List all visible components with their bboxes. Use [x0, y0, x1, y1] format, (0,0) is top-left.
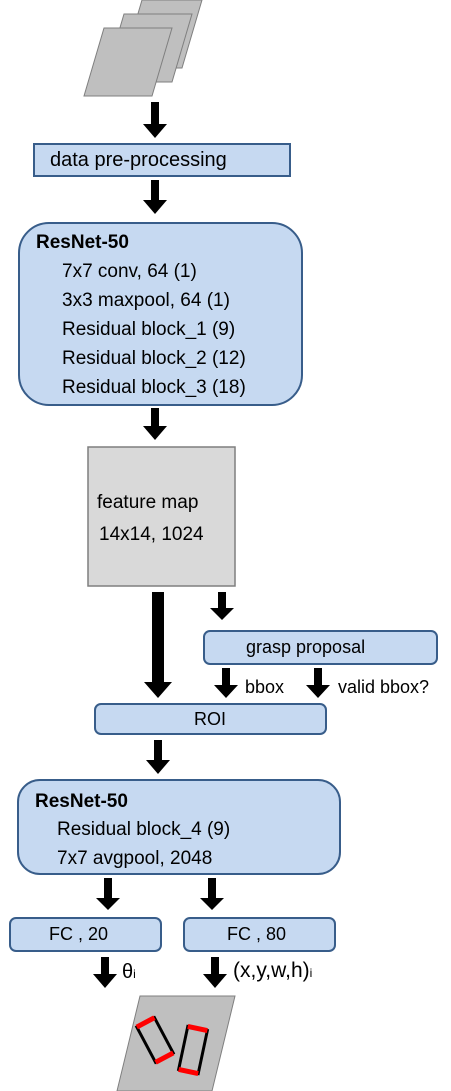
- arrow-theta-output: [93, 957, 117, 988]
- arrow-to-fc-right: [200, 878, 224, 910]
- arrow-feature-to-grasp: [210, 592, 234, 620]
- roi-box: [94, 703, 327, 735]
- fc-left-box: [9, 917, 162, 952]
- arrow-roi-to-resnet: [146, 740, 170, 774]
- arrow-coords-output: [203, 957, 227, 988]
- coords-subscript: i: [309, 966, 313, 980]
- fc-right-label: FC , 80: [227, 924, 287, 944]
- coords-output-label: (x,y,w,h)i: [233, 960, 312, 981]
- arrow-feature-to-roi: [144, 592, 172, 698]
- grasp-proposal-box: [203, 630, 438, 665]
- arrow-to-feature-map: [143, 408, 167, 440]
- arrow-to-preprocessing: [143, 102, 167, 138]
- arrow-valid-bbox: [306, 668, 330, 698]
- feature-map-box: [87, 446, 236, 587]
- feature-map-label: feature map: [97, 492, 199, 513]
- fc-right-box: [183, 917, 336, 952]
- preprocessing-label: data pre-processing: [50, 149, 227, 171]
- valid-bbox-edge-label: valid bbox?: [338, 677, 430, 697]
- theta-symbol: θ: [122, 961, 134, 983]
- output-grasp-image: [116, 995, 236, 1091]
- theta-subscript: i: [133, 967, 136, 981]
- resnet-top-title: ResNet-50: [36, 232, 129, 253]
- bbox-edge-label: bbox: [245, 677, 285, 697]
- resnet-bottom-title: ResNet-50: [35, 791, 128, 812]
- resnet-top-layer-1: 7x7 conv, 64 (1): [62, 261, 197, 282]
- grasp-proposal-label: grasp proposal: [246, 637, 366, 657]
- resnet-top-box: [18, 222, 303, 406]
- resnet-top-layer-5: Residual block_3 (18): [62, 377, 246, 398]
- roi-label: ROI: [194, 709, 227, 729]
- resnet-bottom-layer-2: 7x7 avgpool, 2048: [57, 848, 213, 869]
- resnet-bottom-box: [17, 779, 341, 875]
- resnet-top-layer-4: Residual block_2 (12): [62, 348, 246, 369]
- resnet-bottom-layer-1: Residual block_4 (9): [57, 819, 231, 840]
- preprocessing-box: [33, 143, 291, 177]
- arrow-bbox: [214, 668, 238, 698]
- coords-text: (x,y,w,h): [233, 959, 310, 982]
- resnet-top-layer-2: 3x3 maxpool, 64 (1): [62, 290, 230, 311]
- theta-output-label: θi: [122, 962, 136, 982]
- fc-left-label: FC , 20: [49, 924, 109, 944]
- feature-map-dims: 14x14, 1024: [99, 524, 204, 545]
- arrow-to-resnet: [143, 180, 167, 214]
- input-image-stack: [83, 0, 203, 97]
- resnet-top-layer-3: Residual block_1 (9): [62, 319, 236, 340]
- arrow-to-fc-left: [96, 878, 120, 910]
